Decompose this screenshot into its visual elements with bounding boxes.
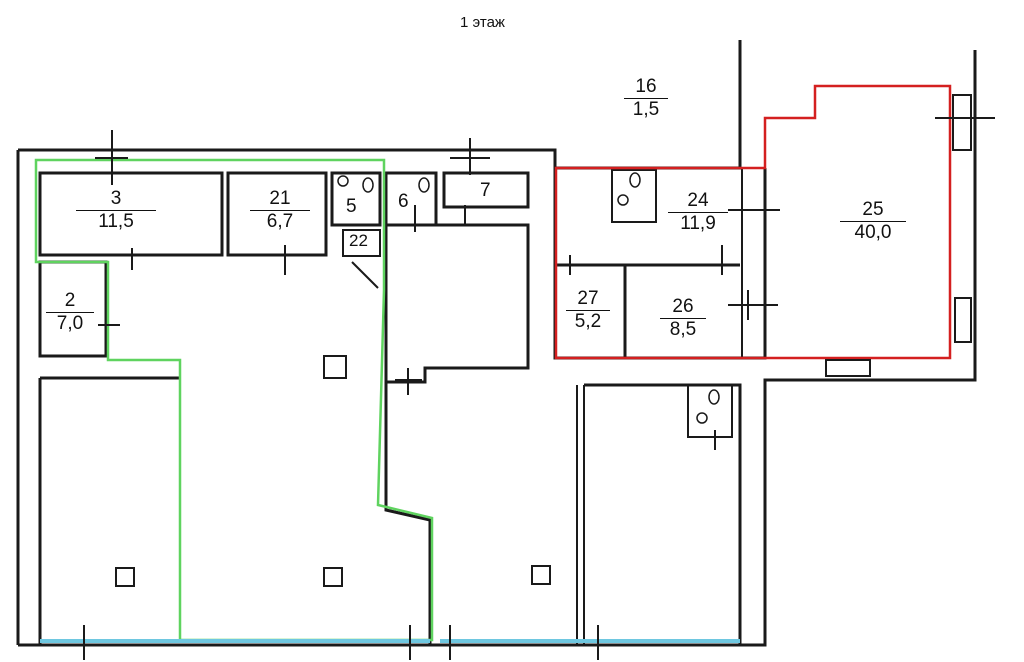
room-area: 5,2 xyxy=(574,311,602,332)
toilet-icon xyxy=(362,177,374,193)
room-24-right xyxy=(741,168,766,358)
room-22-walls xyxy=(342,229,381,257)
room-25-label: 25 40,0 xyxy=(840,199,906,244)
room-26-label: 26 8,5 xyxy=(660,296,706,341)
outer-wall-right xyxy=(18,50,977,647)
wc-lower-walls xyxy=(687,384,733,438)
toilet-icon xyxy=(418,177,430,193)
red-highlight xyxy=(554,84,952,360)
middle-room-walls xyxy=(384,223,530,384)
room-area: 6,7 xyxy=(266,211,294,232)
room-area: 8,5 xyxy=(669,319,697,340)
toilet-icon xyxy=(617,194,629,206)
room-number: 27 xyxy=(566,288,610,311)
column-4 xyxy=(531,565,551,585)
wc-16-walls xyxy=(611,169,657,223)
lower-left-room-walls xyxy=(38,376,180,645)
room-5-walls xyxy=(330,171,382,227)
room-2-label: 2 7,0 xyxy=(46,290,94,335)
toilet-icon xyxy=(337,175,349,187)
lower-right-walls xyxy=(584,383,742,645)
room-22-label: 22 xyxy=(349,231,368,250)
toilet-icon xyxy=(708,389,720,405)
room-21-walls xyxy=(226,171,328,257)
vent-right xyxy=(954,297,972,343)
room-number: 3 xyxy=(76,188,156,211)
room-16-label: 16 1,5 xyxy=(624,76,668,121)
column-2 xyxy=(115,567,135,587)
room-area: 7,0 xyxy=(56,313,84,334)
room-5-label: 5 xyxy=(346,196,357,217)
column-1 xyxy=(323,355,347,379)
room-number: 26 xyxy=(660,296,706,319)
room-number: 21 xyxy=(250,188,310,211)
room-area: 1,5 xyxy=(632,99,660,120)
room-area: 11,9 xyxy=(680,213,716,234)
room-7-label: 7 xyxy=(480,180,491,201)
toilet-icon xyxy=(696,412,708,424)
toilet-icon xyxy=(629,172,641,188)
column-3 xyxy=(323,567,343,587)
room-24-label: 24 11,9 xyxy=(668,190,728,235)
vent-bottom xyxy=(825,359,871,377)
room-number: 16 xyxy=(624,76,668,99)
room-number: 2 xyxy=(46,290,94,313)
room-number: 24 xyxy=(668,190,728,213)
room-6-label: 6 xyxy=(398,191,409,212)
floor-title: 1 этаж xyxy=(460,14,505,31)
room-number: 25 xyxy=(840,199,906,222)
room-3-label: 3 11,5 xyxy=(76,188,156,233)
room-21-label: 21 6,7 xyxy=(250,188,310,233)
vent-top-right xyxy=(952,94,972,151)
partition-1 xyxy=(576,385,585,645)
room-27-label: 27 5,2 xyxy=(566,288,610,333)
room-7-walls xyxy=(442,171,530,209)
room-area: 11,5 xyxy=(98,211,134,232)
lower-mid-divider xyxy=(384,382,432,645)
room-area: 40,0 xyxy=(854,222,892,243)
